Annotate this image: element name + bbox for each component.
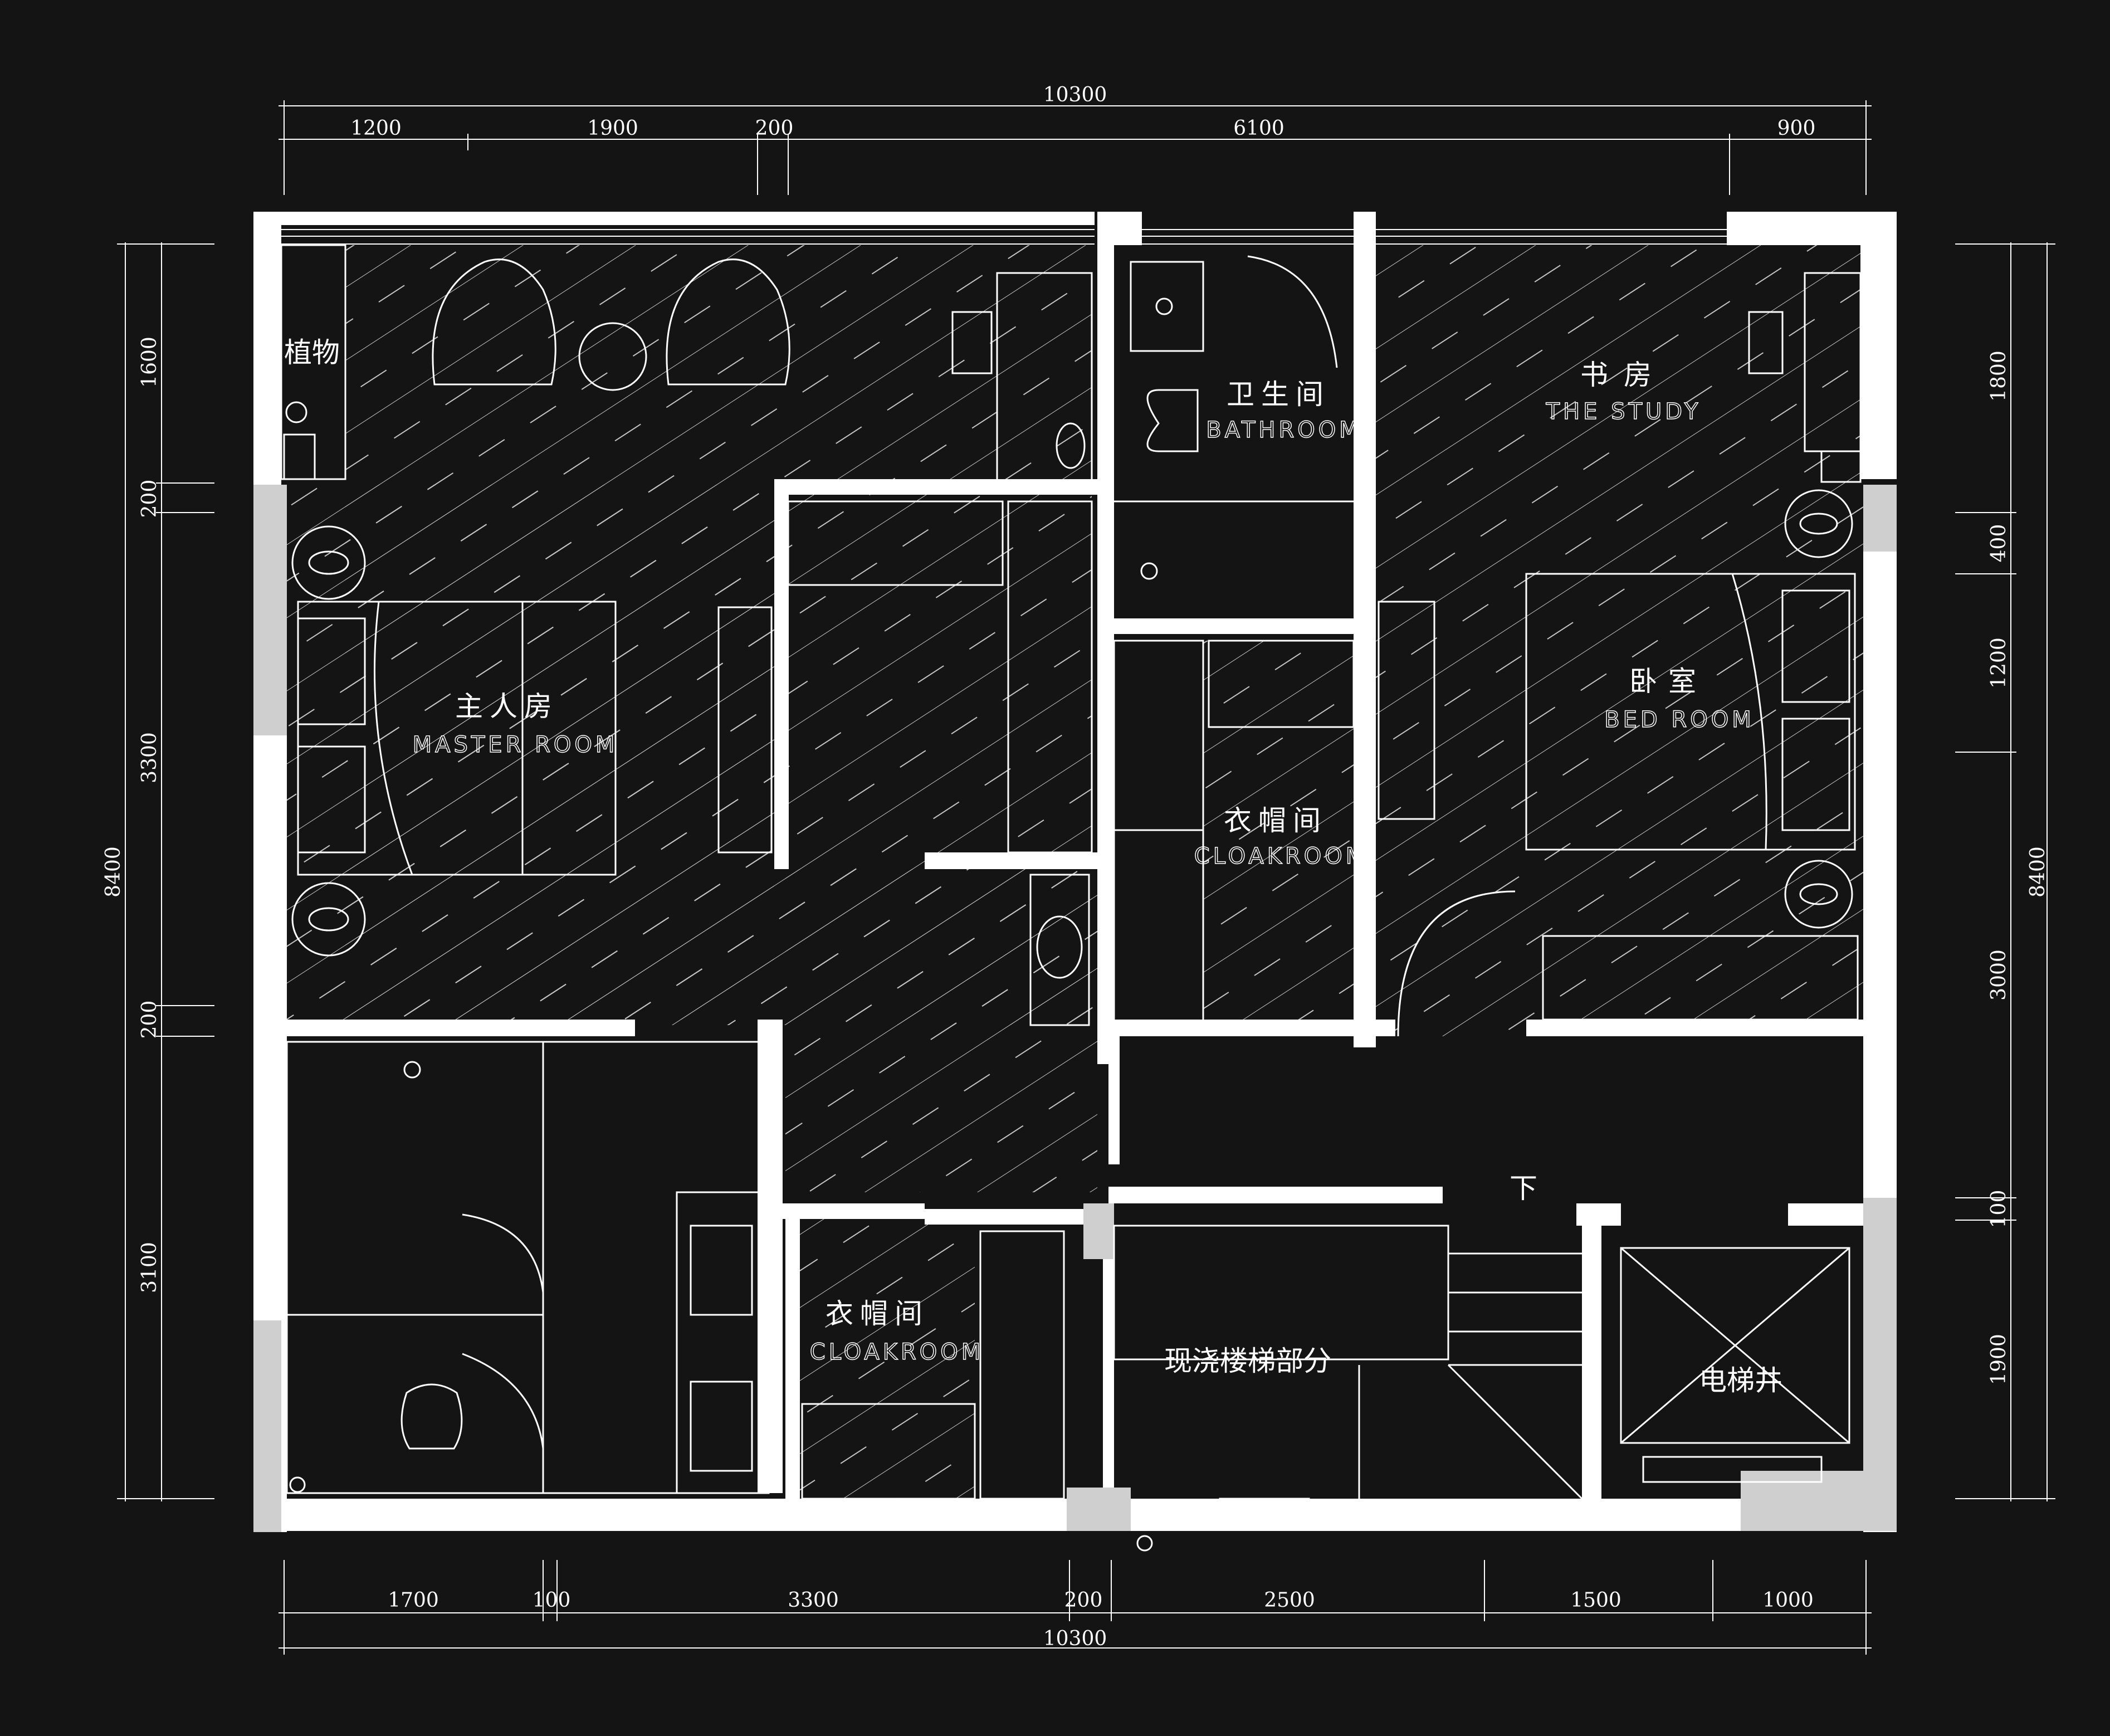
room-label-study-cn: 书房 (1580, 359, 1667, 391)
room-label-master-cn: 主人房 (455, 690, 559, 723)
dim-left-5: 3100 (138, 1242, 161, 1293)
dim-bottom-total: 10300 (1043, 1627, 1107, 1650)
room-label-cloak1-cn: 衣帽间 (826, 1298, 929, 1330)
room-label-plant: 植物 (284, 337, 340, 369)
room-label-stairs: 现浇楼梯部分 (1164, 1345, 1331, 1377)
dim-top-1: 1200 (350, 117, 402, 140)
dim-bottom-4: 200 (1064, 1589, 1103, 1612)
dim-left-1: 1600 (138, 337, 161, 388)
room-label-bedroom-en: BED ROOM (1604, 707, 1755, 733)
dim-bottom-7: 1000 (1762, 1589, 1814, 1612)
dim-left-3: 3300 (138, 732, 161, 783)
dim-right-5: 100 (1987, 1190, 2010, 1228)
columns (253, 485, 1897, 1532)
dim-left-total: 8400 (102, 846, 125, 898)
room-label-bathroom-en: BATHROOM (1206, 417, 1361, 443)
room-label-bedroom-cn: 卧室 (1629, 665, 1707, 698)
stair-down-label: 下 (1510, 1172, 1537, 1205)
dim-right-4: 3000 (1987, 949, 2010, 1001)
dimension-lines (117, 100, 2055, 1655)
dim-right-1: 1800 (1987, 350, 2010, 402)
dim-right-total: 8400 (2026, 846, 2049, 898)
dim-bottom-2: 100 (533, 1589, 571, 1612)
dim-top-2: 1900 (587, 117, 638, 140)
room-label-cloak2-cn: 衣帽间 (1224, 804, 1327, 837)
dim-top-5: 900 (1777, 117, 1816, 140)
dim-bottom-5: 2500 (1264, 1589, 1315, 1612)
floor-hatching (284, 245, 1866, 1499)
room-label-cloak2-en: CLOAKROOM (1194, 843, 1368, 869)
dim-right-3: 1200 (1987, 637, 2010, 689)
dim-bottom-6: 1500 (1570, 1589, 1621, 1612)
room-label-master-en: MASTER ROOM (413, 732, 618, 758)
room-label-cloak1-en: CLOAKROOM (810, 1339, 984, 1365)
dim-right-2: 400 (1987, 524, 2010, 563)
top-window-lines (261, 229, 1727, 479)
dim-right-6: 1900 (1987, 1334, 2010, 1385)
dim-left-4: 200 (138, 1001, 161, 1039)
dim-left-2: 200 (138, 480, 161, 518)
dim-top-3: 200 (755, 117, 794, 140)
furniture (280, 244, 1862, 1552)
dim-bottom-1: 1700 (388, 1589, 439, 1612)
dim-top-total: 10300 (1043, 84, 1107, 106)
room-label-study-en: THE STUDY (1546, 399, 1702, 425)
room-label-elevator: 电梯井 (1699, 1364, 1782, 1397)
dim-bottom-3: 3300 (788, 1589, 839, 1612)
room-label-bathroom-cn: 卫生间 (1227, 378, 1330, 411)
dim-top-4: 6100 (1233, 117, 1284, 140)
